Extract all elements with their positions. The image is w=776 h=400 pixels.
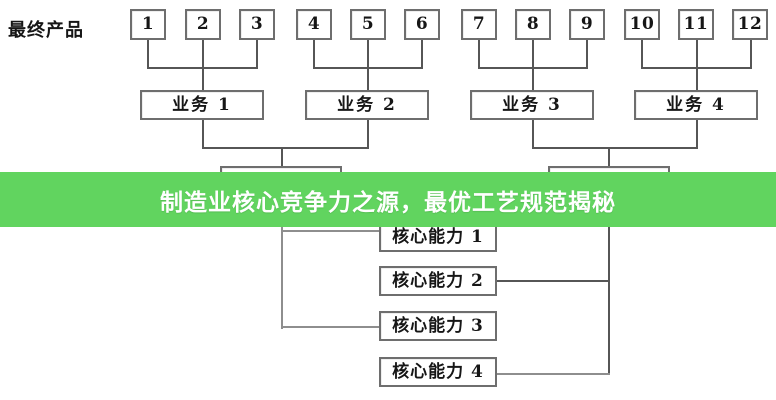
connector-product-1-down	[147, 40, 149, 68]
core-capability-box-2: 核心能力 2	[379, 266, 497, 296]
business-box-2: 业务 2	[305, 90, 429, 120]
connector-right-trunk	[608, 203, 610, 375]
connector-product-3-down	[256, 40, 258, 68]
connector-core-product-2-stem	[608, 147, 610, 171]
core-capability-box-4: 核心能力 4	[379, 357, 497, 387]
connector-product-7-down	[478, 40, 480, 68]
connector-core-product-1-bar	[202, 147, 369, 149]
connector-core-product-2-bar	[532, 147, 698, 149]
final-product-box-8: 8	[515, 9, 551, 40]
final-product-box-2: 2	[185, 9, 221, 40]
connector-bus1-stem	[202, 67, 204, 90]
final-product-box-5: 5	[350, 9, 386, 40]
business-box-1: 业务 1	[140, 90, 264, 120]
final-product-box-9: 9	[569, 9, 605, 40]
final-product-box-3: 3	[239, 9, 275, 40]
promo-banner-title: 制造业核心竞争力之源，最优工艺规范揭秘	[160, 189, 616, 216]
connector-product-4-down	[313, 40, 315, 68]
connector-product-10-down	[641, 40, 643, 68]
connector-core-product-1-stem	[281, 147, 283, 171]
connector-bus4-down	[696, 120, 698, 148]
final-products-row-label: 最终产品	[8, 20, 84, 41]
core-capability-box-3: 核心能力 3	[379, 311, 497, 341]
connector-product-5-down	[367, 40, 369, 84]
final-product-box-10: 10	[624, 9, 660, 40]
business-box-3: 业务 3	[470, 90, 594, 120]
connector-capability-1-branch	[281, 230, 381, 232]
final-product-box-11: 11	[678, 9, 714, 40]
connector-left-trunk	[281, 203, 283, 329]
final-product-box-4: 4	[296, 9, 332, 40]
connector-bus2-down	[367, 120, 369, 148]
connector-product-8-down	[532, 40, 534, 84]
connector-product-2-down	[202, 40, 204, 84]
connector-product-11-down	[696, 40, 698, 84]
final-product-box-7: 7	[461, 9, 497, 40]
connector-product-9-down	[586, 40, 588, 68]
connector-capability-3-branch	[281, 326, 381, 328]
business-box-4: 业务 4	[634, 90, 758, 120]
connector-capability-2-branch	[495, 280, 610, 282]
connector-bus3-stem	[532, 67, 534, 90]
connector-bus3-down	[532, 120, 534, 148]
connector-bus2-stem	[367, 67, 369, 90]
connector-bus4-stem	[696, 67, 698, 90]
final-product-box-12: 12	[732, 9, 768, 40]
final-product-box-1: 1	[130, 9, 166, 40]
connector-capability-4-branch	[495, 373, 610, 375]
connector-product-6-down	[421, 40, 423, 68]
connector-product-12-down	[750, 40, 752, 68]
final-product-box-6: 6	[404, 9, 440, 40]
connector-bus1-down	[202, 120, 204, 148]
promo-banner: 制造业核心竞争力之源，最优工艺规范揭秘	[0, 172, 776, 227]
